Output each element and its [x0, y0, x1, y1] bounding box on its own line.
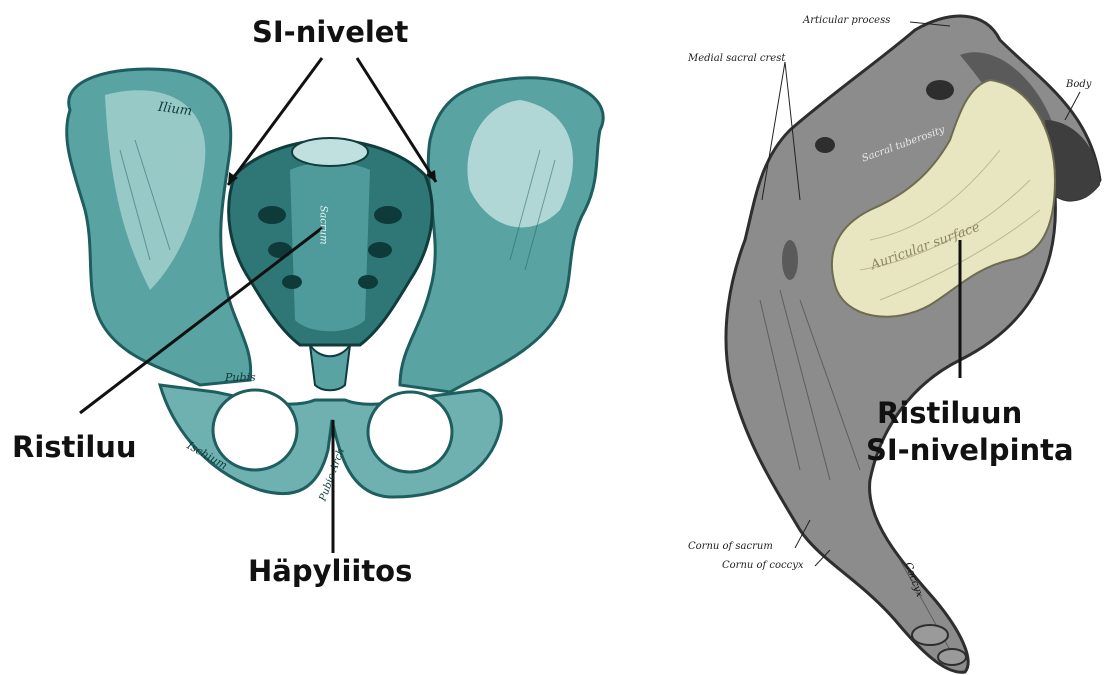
body-text: Body [1066, 80, 1091, 90]
pubic-symphysis-label: Häpyliitos [248, 557, 412, 586]
auricular-label-line1: Ristiluun [877, 399, 1022, 428]
articular-process-text: Articular process [803, 16, 890, 26]
sacrum-text: Sacrum [318, 205, 328, 244]
pubis-text: Pubis [225, 372, 256, 383]
medial-sacral-crest-text: Medial sacral crest [688, 54, 785, 64]
cornu-of-coccyx-text: Cornu of coccyx [722, 561, 804, 571]
si-joints-label: SI-nivelet [252, 18, 408, 47]
sacrum-label: Ristiluu [12, 433, 137, 462]
pelvis-drawing [67, 69, 603, 497]
auricular-label-line2: SI-nivelpinta [866, 436, 1074, 465]
cornu-of-sacrum-text: Cornu of sacrum [688, 542, 773, 552]
